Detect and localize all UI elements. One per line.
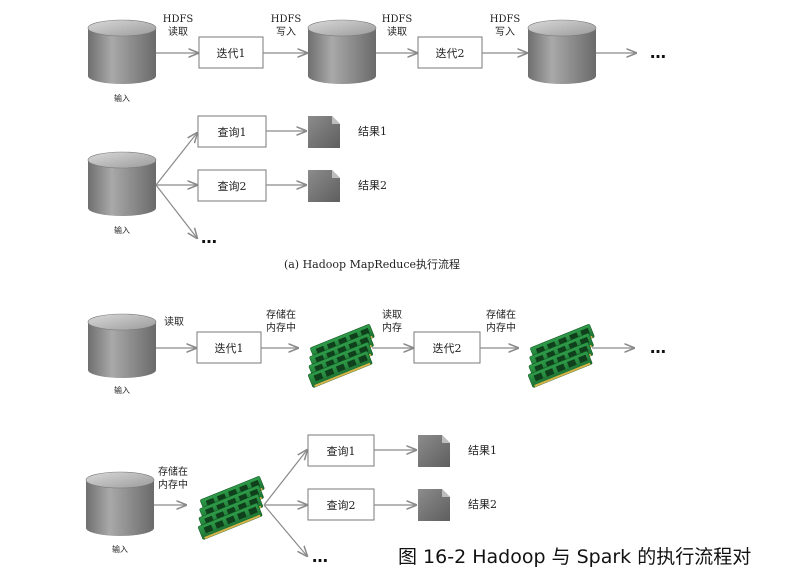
spark-result-2-document-icon bbox=[418, 489, 450, 521]
spark-iteration-2-box bbox=[413, 331, 481, 364]
spark-branch-more bbox=[263, 504, 307, 556]
mr-query-input-label: 输入 bbox=[114, 225, 130, 235]
mr-edge1-line1: HDFS bbox=[163, 14, 194, 25]
spark-query-edge-line2: 内存中 bbox=[158, 478, 188, 491]
spark-iteration-1-label: 迭代1 bbox=[215, 342, 244, 355]
spark-query-input-label: 输入 bbox=[112, 544, 128, 554]
mr-branch-query1 bbox=[155, 133, 197, 186]
mr-input-label: 输入 bbox=[114, 93, 130, 103]
spark-edge3-line1: 读取 bbox=[382, 308, 402, 321]
mapreduce-caption: (a) Hadoop MapReduce执行流程 bbox=[284, 257, 460, 271]
mr-edge2-line1: HDFS bbox=[271, 14, 302, 25]
mr-hdfs-database-icon-2 bbox=[527, 19, 597, 85]
mr-edge2-line2: 写入 bbox=[276, 26, 296, 38]
spark-query-input-database-icon bbox=[85, 471, 155, 537]
spark-row2: 输入 存储在 内存中 查询1 结果1 查询2 结果2 … bbox=[85, 434, 497, 566]
mr-row1: 输入 HDFS 读取 迭代1 HDFS 写入 HDFS 读取 迭代2 HDFS … bbox=[87, 14, 666, 103]
spark-result-1-label: 结果1 bbox=[468, 444, 497, 457]
spark-query-2-box bbox=[307, 488, 375, 521]
mr-edge3-line1: HDFS bbox=[382, 14, 413, 25]
mr-query-2-label: 查询2 bbox=[218, 179, 247, 193]
spark-query-1-label: 查询1 bbox=[327, 444, 356, 458]
mr-edge3-line2: 读取 bbox=[387, 25, 407, 38]
spark-input-label: 输入 bbox=[114, 385, 130, 395]
spark-query-edge-line1: 存储在 bbox=[158, 465, 188, 478]
spark-edge1: 读取 bbox=[164, 315, 184, 328]
mr-result-1-label: 结果1 bbox=[358, 125, 387, 138]
mr-input-database-icon bbox=[87, 19, 157, 85]
mr-query-2-box bbox=[197, 169, 267, 202]
mr-query-input-database-icon bbox=[87, 151, 157, 217]
spark-edge2-line2: 内存中 bbox=[266, 321, 296, 334]
mr-row1-ellipsis: … bbox=[650, 43, 666, 62]
spark-iteration-1-box bbox=[196, 331, 262, 364]
figure-caption: 图 16-2 Hadoop 与 Spark 的执行流程对 bbox=[398, 546, 751, 568]
mr-hdfs-database-icon-1 bbox=[307, 19, 377, 85]
mr-row2: 输入 查询1 结果1 查询2 结果2 … bbox=[87, 115, 387, 247]
spark-edge4-line2: 内存中 bbox=[486, 321, 516, 334]
spark-query-memory-stick-icon bbox=[188, 475, 275, 541]
spark-memory-stick-icon-2 bbox=[518, 323, 605, 389]
mr-branch-more bbox=[155, 184, 197, 238]
spark-result-2-label: 结果2 bbox=[468, 498, 497, 511]
mr-iteration-2-box bbox=[417, 36, 483, 69]
mr-row2-ellipsis: … bbox=[201, 228, 217, 247]
spark-query-1-box bbox=[307, 434, 375, 467]
spark-edge2-line1: 存储在 bbox=[266, 308, 296, 321]
spark-row1-ellipsis: … bbox=[650, 338, 666, 357]
mr-query-1-label: 查询1 bbox=[218, 125, 247, 139]
mr-edge4-line1: HDFS bbox=[490, 14, 521, 25]
spark-memory-stick-icon-1 bbox=[298, 323, 385, 389]
mr-result-2-label: 结果2 bbox=[358, 179, 387, 192]
spark-edge4-line1: 存储在 bbox=[486, 308, 516, 321]
mr-edge4-line2: 写入 bbox=[495, 26, 515, 38]
mr-edge1-line2: 读取 bbox=[168, 25, 188, 38]
spark-input-database-icon bbox=[87, 313, 157, 379]
spark-query-2-label: 查询2 bbox=[327, 498, 356, 512]
spark-branch-query1 bbox=[263, 450, 307, 506]
mr-iteration-1-label: 迭代1 bbox=[217, 47, 246, 60]
spark-iteration-2-label: 迭代2 bbox=[433, 342, 462, 355]
spark-row2-ellipsis: … bbox=[312, 547, 328, 566]
mr-result-2-document-icon bbox=[308, 170, 340, 202]
mr-result-1-document-icon bbox=[308, 116, 340, 148]
spark-row1: 输入 读取 迭代1 存储在 内存中 读取 内存 迭代2 存储在 内存中 … bbox=[87, 308, 666, 395]
spark-edge3-line2: 内存 bbox=[382, 321, 402, 334]
spark-result-1-document-icon bbox=[418, 435, 450, 467]
mr-iteration-2-label: 迭代2 bbox=[436, 47, 465, 60]
